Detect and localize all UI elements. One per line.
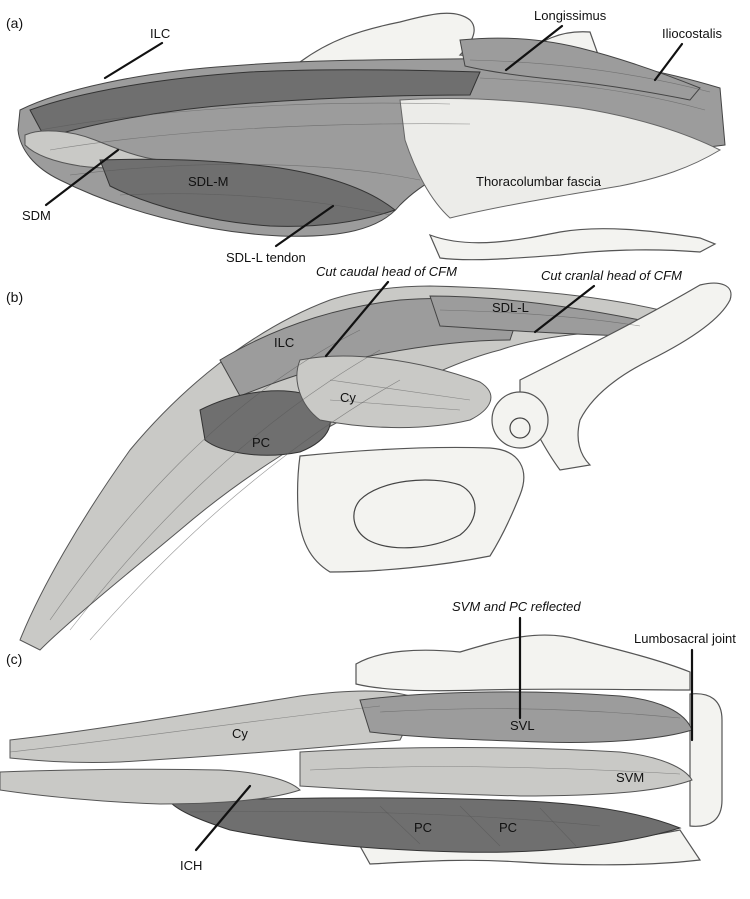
label-c-svm-pc-reflected: SVM and PC reflected	[452, 599, 581, 614]
label-c-lumbosacral-joint: Lumbosacral joint	[634, 631, 736, 646]
panel-b-pc	[199, 390, 331, 456]
label-b-cut-caudal-head: Cut caudal head of CFM	[316, 264, 457, 279]
panel-c-fibers	[9, 705, 681, 847]
leader-a-ilc	[103, 41, 164, 80]
leader-b-cut-cranial-head	[533, 284, 596, 334]
panel-b-femoral-head	[509, 417, 531, 439]
label-b-cy: Cy	[340, 390, 356, 405]
label-a-iliocostalis: Iliocostalis	[662, 26, 722, 41]
label-c-svm: SVM	[616, 770, 644, 785]
panel-a-vertebral-processes	[298, 12, 601, 63]
panel-b-ilium	[519, 282, 732, 471]
panel-a: (a) ILC Longissimus Iliocostalis SDL-M T…	[6, 8, 726, 265]
label-a-thoracolumbar-fascia: Thoracolumbar fascia	[476, 174, 602, 189]
label-b-sdl-l: SDL-L	[492, 300, 529, 315]
leader-a-sdl-l-tendon	[274, 204, 335, 248]
panel-b-fibers	[49, 309, 641, 641]
panel-c-sacrum-block	[689, 693, 723, 827]
label-c-ich: ICH	[180, 858, 202, 873]
leader-a-iliocostalis	[653, 42, 684, 82]
label-a-sdl-m: SDL-M	[188, 174, 228, 189]
panel-c-ich	[0, 768, 301, 805]
panel-c-svm	[299, 747, 693, 797]
panel-b-acetabulum	[491, 391, 549, 449]
panel-a-letter: (a)	[6, 15, 23, 31]
label-c-cy: Cy	[232, 726, 248, 741]
label-c-svl: SVL	[510, 718, 535, 733]
label-b-cut-cranial-head: Cut cranlal head of CFM	[541, 268, 682, 283]
panel-b-obturator-foramen	[353, 479, 476, 549]
label-a-longissimus: Longissimus	[534, 8, 607, 23]
leader-a-sdm	[44, 148, 120, 207]
label-a-sdl-l-tendon: SDL-L tendon	[226, 250, 306, 265]
panel-c: (c) SVM and PC reflected Lumbosacral joi…	[0, 599, 736, 873]
label-c-pc-left: PC	[414, 820, 432, 835]
label-b-ilc: ILC	[274, 335, 294, 350]
leader-b-cut-caudal-head	[324, 280, 390, 358]
label-a-ilc: ILC	[150, 26, 170, 41]
panel-b-obturator-plate	[297, 446, 525, 573]
panel-a-thoracolumbar-fascia	[399, 97, 722, 219]
panel-a-pelvis-bone	[428, 228, 717, 261]
panel-b: (b) Cut caudal head of CFM Cut cranlal h…	[6, 264, 732, 651]
panel-a-fibers	[39, 59, 711, 216]
panel-b-cy	[296, 355, 492, 429]
panel-c-dorsal-vertebrae	[355, 634, 691, 692]
leader-a-longissimus	[504, 24, 564, 72]
panel-b-letter: (b)	[6, 289, 23, 305]
label-a-sdm: SDM	[22, 208, 51, 223]
panel-a-sdl-m	[99, 158, 397, 227]
label-b-pc: PC	[252, 435, 270, 450]
leader-c-ich	[194, 784, 252, 852]
label-c-pc-right: PC	[499, 820, 517, 835]
panel-c-letter: (c)	[6, 651, 22, 667]
panel-a-ilc-band	[29, 69, 481, 139]
